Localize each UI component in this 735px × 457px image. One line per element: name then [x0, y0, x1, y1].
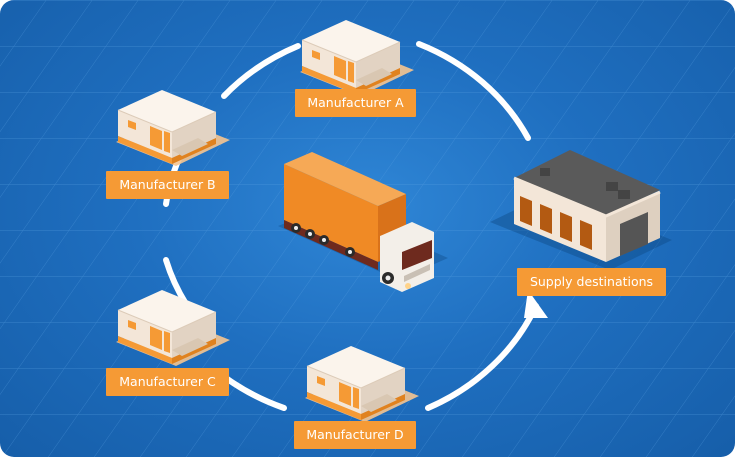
label-manufacturer-b: Manufacturer B	[106, 171, 229, 199]
warehouse-icon	[490, 150, 672, 270]
flow-arrowhead-icon	[524, 290, 548, 318]
label-manufacturer-a: Manufacturer A	[295, 89, 416, 117]
label-supply-destinations: Supply destinations	[517, 268, 666, 296]
label-manufacturer-d: Manufacturer D	[294, 421, 416, 449]
delivery-truck-icon	[278, 152, 448, 292]
label-manufacturer-c: Manufacturer C	[106, 368, 229, 396]
